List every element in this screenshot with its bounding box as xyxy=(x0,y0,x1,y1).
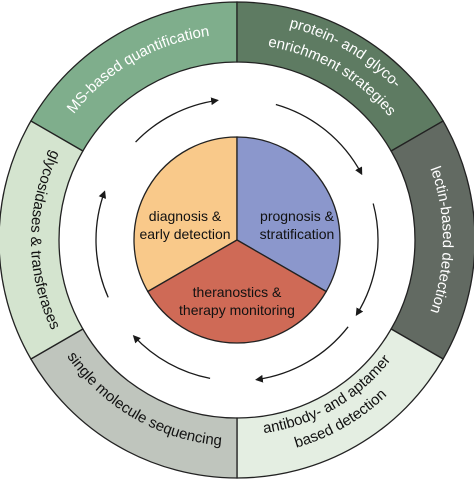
cycle-arrow xyxy=(275,103,363,176)
cycle-arrow xyxy=(132,335,211,380)
seg-glycosidases-shape xyxy=(0,120,84,360)
cycle-arrow xyxy=(95,190,109,298)
sector-prognosis-shape xyxy=(236,136,341,293)
cycle-arrow xyxy=(355,203,379,317)
sector-diagnosis-label: early detection xyxy=(139,226,230,242)
sector-theranostics-label: therapy monitoring xyxy=(179,302,295,318)
inner-pie xyxy=(133,136,341,344)
sector-diagnosis-shape xyxy=(133,136,238,293)
inner-pie-labels: diagnosis & early detection prognosis & str… xyxy=(139,208,334,318)
seg-lectin-shape xyxy=(390,120,474,360)
cycle-arrow xyxy=(135,97,219,143)
outer-ring xyxy=(0,1,474,479)
sector-diagnosis-label: diagnosis & xyxy=(149,208,222,224)
sector-theranostics-shape xyxy=(146,239,328,344)
sector-prognosis-label: prognosis & xyxy=(260,208,335,224)
cycle-arrows xyxy=(95,97,379,383)
sector-theranostics-label: theranostics & xyxy=(193,284,282,300)
sector-prognosis-label: stratification xyxy=(260,226,335,242)
cycle-arrow xyxy=(255,326,349,383)
